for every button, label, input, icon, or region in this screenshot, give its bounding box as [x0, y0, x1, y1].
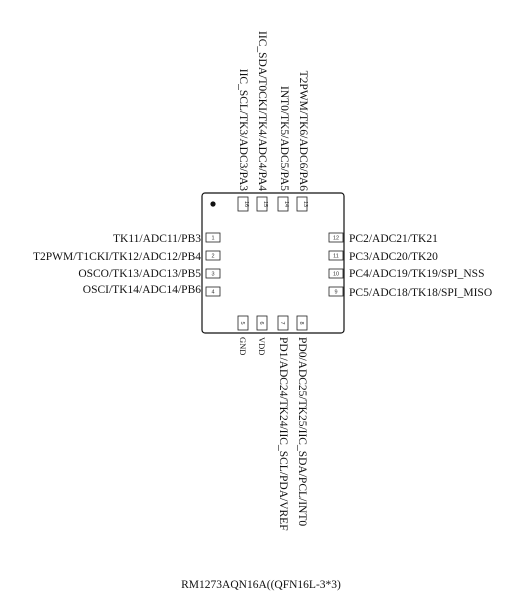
- pin-8-number: 8: [298, 321, 304, 324]
- pin-4-label: OSCI/TK14/ADC14/PB6: [83, 284, 201, 296]
- pin-16-label: IIC_SCL/TK3/ADC3/PA3: [237, 69, 249, 192]
- top-pins: 16 IIC_SCL/TK3/ADC3/PA3 15 IIC_SDA/T0CKI…: [237, 31, 309, 212]
- pin-14-label: INT0/TK5/ADC5/PA5: [278, 86, 290, 191]
- bottom-pins: 5 GND 6 VDD 7 PD1/ADC24/TK24/IIC_SCL/PDA…: [237, 315, 308, 531]
- pin-7-label: PD1/ADC24/TK24/IIC_SCL/PDA/VREF: [277, 337, 289, 531]
- pin-13-number: 13: [302, 201, 308, 207]
- pin-14: 14 INT0/TK5/ADC5/PA5: [277, 86, 290, 212]
- chip-body: [201, 192, 345, 334]
- pin-2-label: T2PWM/T1CKI/TK12/ADC12/PB4: [33, 251, 201, 263]
- pin-15: 15 IIC_SDA/T0CKI/TK4/ADC4/PA4: [256, 31, 268, 212]
- pin-8-label: PD0/ADC25/TK25/IIC_SDA/PCL/INT0: [296, 337, 308, 526]
- pin-3-number: 3: [211, 272, 214, 278]
- pin-16-number: 16: [243, 201, 249, 207]
- pin-11-number: 11: [333, 254, 339, 260]
- pin-3: 3 OSCO/TK13/ADC13/PB5: [78, 268, 221, 280]
- right-pins: 12 PC2/ADC21/TK21 11 PC3/ADC20/TK20 10 P…: [328, 232, 492, 299]
- pin-12: 12 PC2/ADC21/TK21: [328, 232, 438, 245]
- pin-4-number: 4: [211, 290, 214, 296]
- pin-1: 1 TK11/ADC11/PB3: [113, 232, 221, 245]
- pin-2-number: 2: [211, 254, 214, 260]
- pin-9-label: PC5/ADC18/TK18/SPI_MISO: [349, 287, 492, 299]
- pin-5-number: 5: [239, 321, 245, 324]
- pin-8: 8 PD0/ADC25/TK25/IIC_SDA/PCL/INT0: [296, 315, 308, 526]
- pin-9-number: 9: [334, 290, 337, 296]
- pin-6-number: 6: [258, 321, 264, 324]
- pin-2: 2 T2PWM/T1CKI/TK12/ADC12/PB4: [33, 250, 221, 263]
- pin-7: 7 PD1/ADC24/TK24/IIC_SCL/PDA/VREF: [277, 315, 289, 531]
- pin-15-number: 15: [262, 201, 268, 207]
- pin-7-number: 7: [279, 321, 285, 324]
- pin-10: 10 PC4/ADC19/TK19/SPI_NSS: [328, 268, 484, 280]
- pin-15-label: IIC_SDA/T0CKI/TK4/ADC4/PA4: [256, 31, 268, 191]
- pin-14-number: 14: [283, 201, 289, 207]
- pin-13: 13 T2PWM/TK6/ADC6/PA6: [296, 71, 309, 212]
- pin-10-number: 10: [333, 272, 339, 278]
- pin-4: 4 OSCI/TK14/ADC14/PB6: [83, 284, 221, 297]
- pin-3-label: OSCO/TK13/ADC13/PB5: [78, 268, 201, 280]
- pin-16: 16 IIC_SCL/TK3/ADC3/PA3: [237, 69, 249, 212]
- pin-5-label: GND: [238, 337, 248, 355]
- pin-13-label: T2PWM/TK6/ADC6/PA6: [297, 71, 309, 192]
- pin1-marker-dot: [210, 201, 216, 207]
- pin-11: 11 PC3/ADC20/TK20: [328, 250, 438, 263]
- pin-12-label: PC2/ADC21/TK21: [349, 233, 438, 245]
- package-caption: RM1273AQN16A((QFN16L-3*3): [181, 579, 341, 591]
- pin-10-label: PC4/ADC19/TK19/SPI_NSS: [349, 268, 484, 280]
- left-pins: 1 TK11/ADC11/PB3 2 T2PWM/T1CKI/TK12/ADC1…: [33, 232, 221, 297]
- pin-12-number: 12: [333, 236, 339, 242]
- pin-6-label: VDD: [257, 337, 267, 355]
- pin-9: 9 PC5/ADC18/TK18/SPI_MISO: [328, 286, 492, 299]
- pin-6: 6 VDD: [256, 315, 268, 355]
- pin-1-number: 1: [211, 236, 214, 242]
- pin-5: 5 GND: [237, 315, 249, 355]
- pin-1-label: TK11/ADC11/PB3: [113, 233, 201, 245]
- pin-11-label: PC3/ADC20/TK20: [349, 251, 438, 263]
